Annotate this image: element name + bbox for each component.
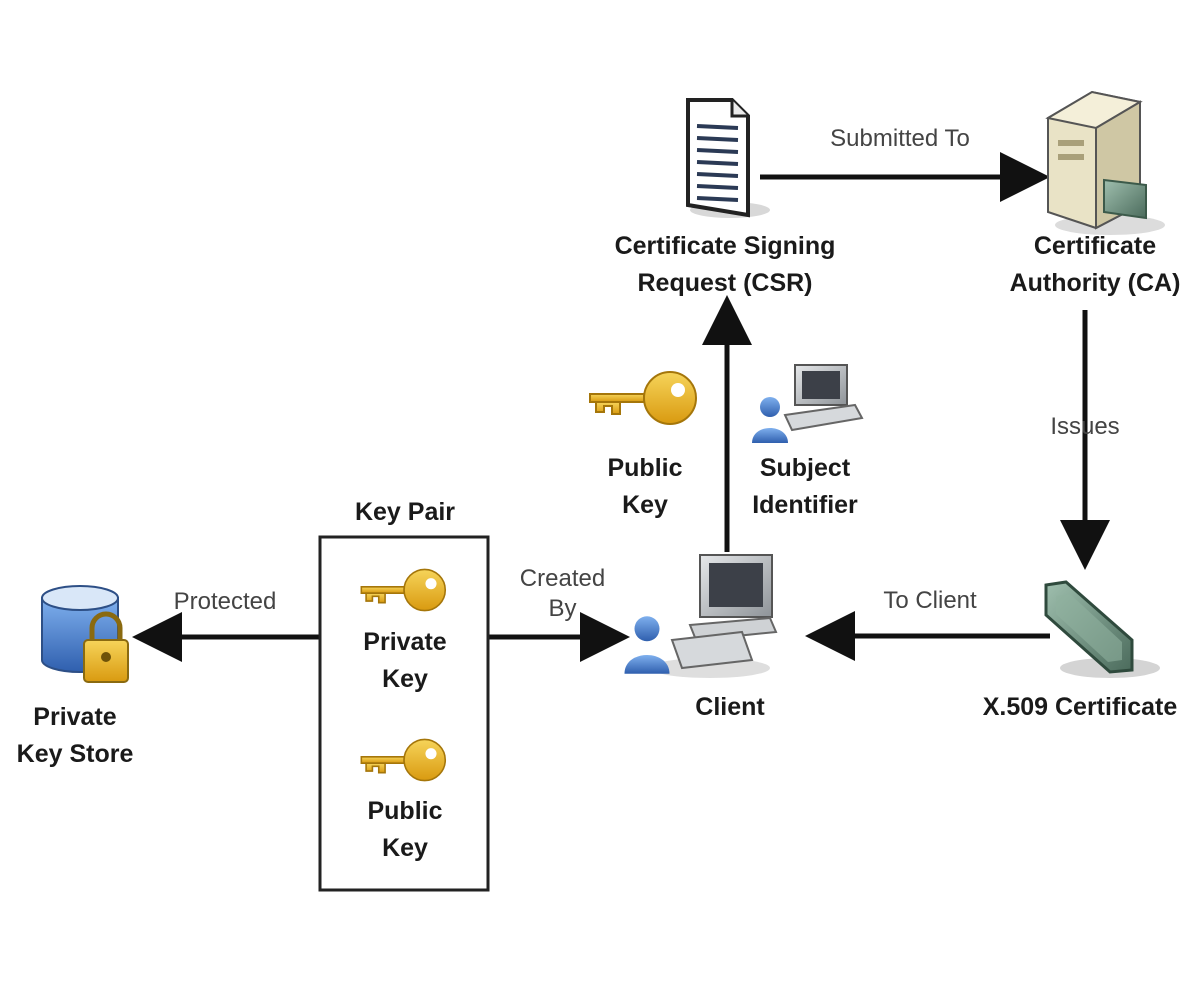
ca-label-line1: Certificate [1033,232,1157,260]
subject-identifier-label: Subject Identifier [735,450,875,524]
database-lock-icon [41,585,129,683]
public-key-pair-label: Public Key [330,793,480,867]
private-key-line1: Private [363,628,447,656]
submitted-to-label: Submitted To [830,125,970,152]
csr-label-line1: Certificate Signing [614,232,836,260]
x509-certificate-label: X.509 Certificate [982,693,1178,721]
client-icon [624,554,778,678]
created-by-line2: By [548,595,577,622]
created-by-label: Created By [495,564,630,624]
created-by-line1: Created [519,565,606,592]
public-key-top-line1: Public [607,454,683,482]
private-key-store-label: Private Key Store [0,699,150,773]
server-icon [1045,90,1165,235]
to-client-label: To Client [883,587,977,614]
subject-label-line2: Identifier [752,491,858,519]
public-key-pair-line1: Public [367,797,443,825]
key-store-line2: Key Store [16,740,134,768]
protected-label: Protected [173,588,277,615]
certificate-icon [1044,580,1160,678]
key-store-line1: Private [33,703,117,731]
csr-label-line2: Request (CSR) [637,269,813,297]
client-label: Client [695,693,765,721]
ca-label: Certificate Authority (CA) [990,228,1200,302]
key-icon [589,371,697,425]
subject-label-line1: Subject [759,454,851,482]
private-key-label: Private Key [330,624,480,698]
issues-label: Issues [1050,413,1120,440]
public-key-pair-line2: Key [382,834,428,862]
user-computer-icon [752,364,864,443]
key-pair-title: Key Pair [354,498,456,526]
document-icon [686,98,770,218]
private-key-line2: Key [382,665,428,693]
key-pair-box [318,535,490,892]
ca-label-line2: Authority (CA) [1009,269,1181,297]
csr-label: Certificate Signing Request (CSR) [590,228,860,302]
public-key-top-label: Public Key [585,450,705,524]
public-key-top-line2: Key [622,491,668,519]
